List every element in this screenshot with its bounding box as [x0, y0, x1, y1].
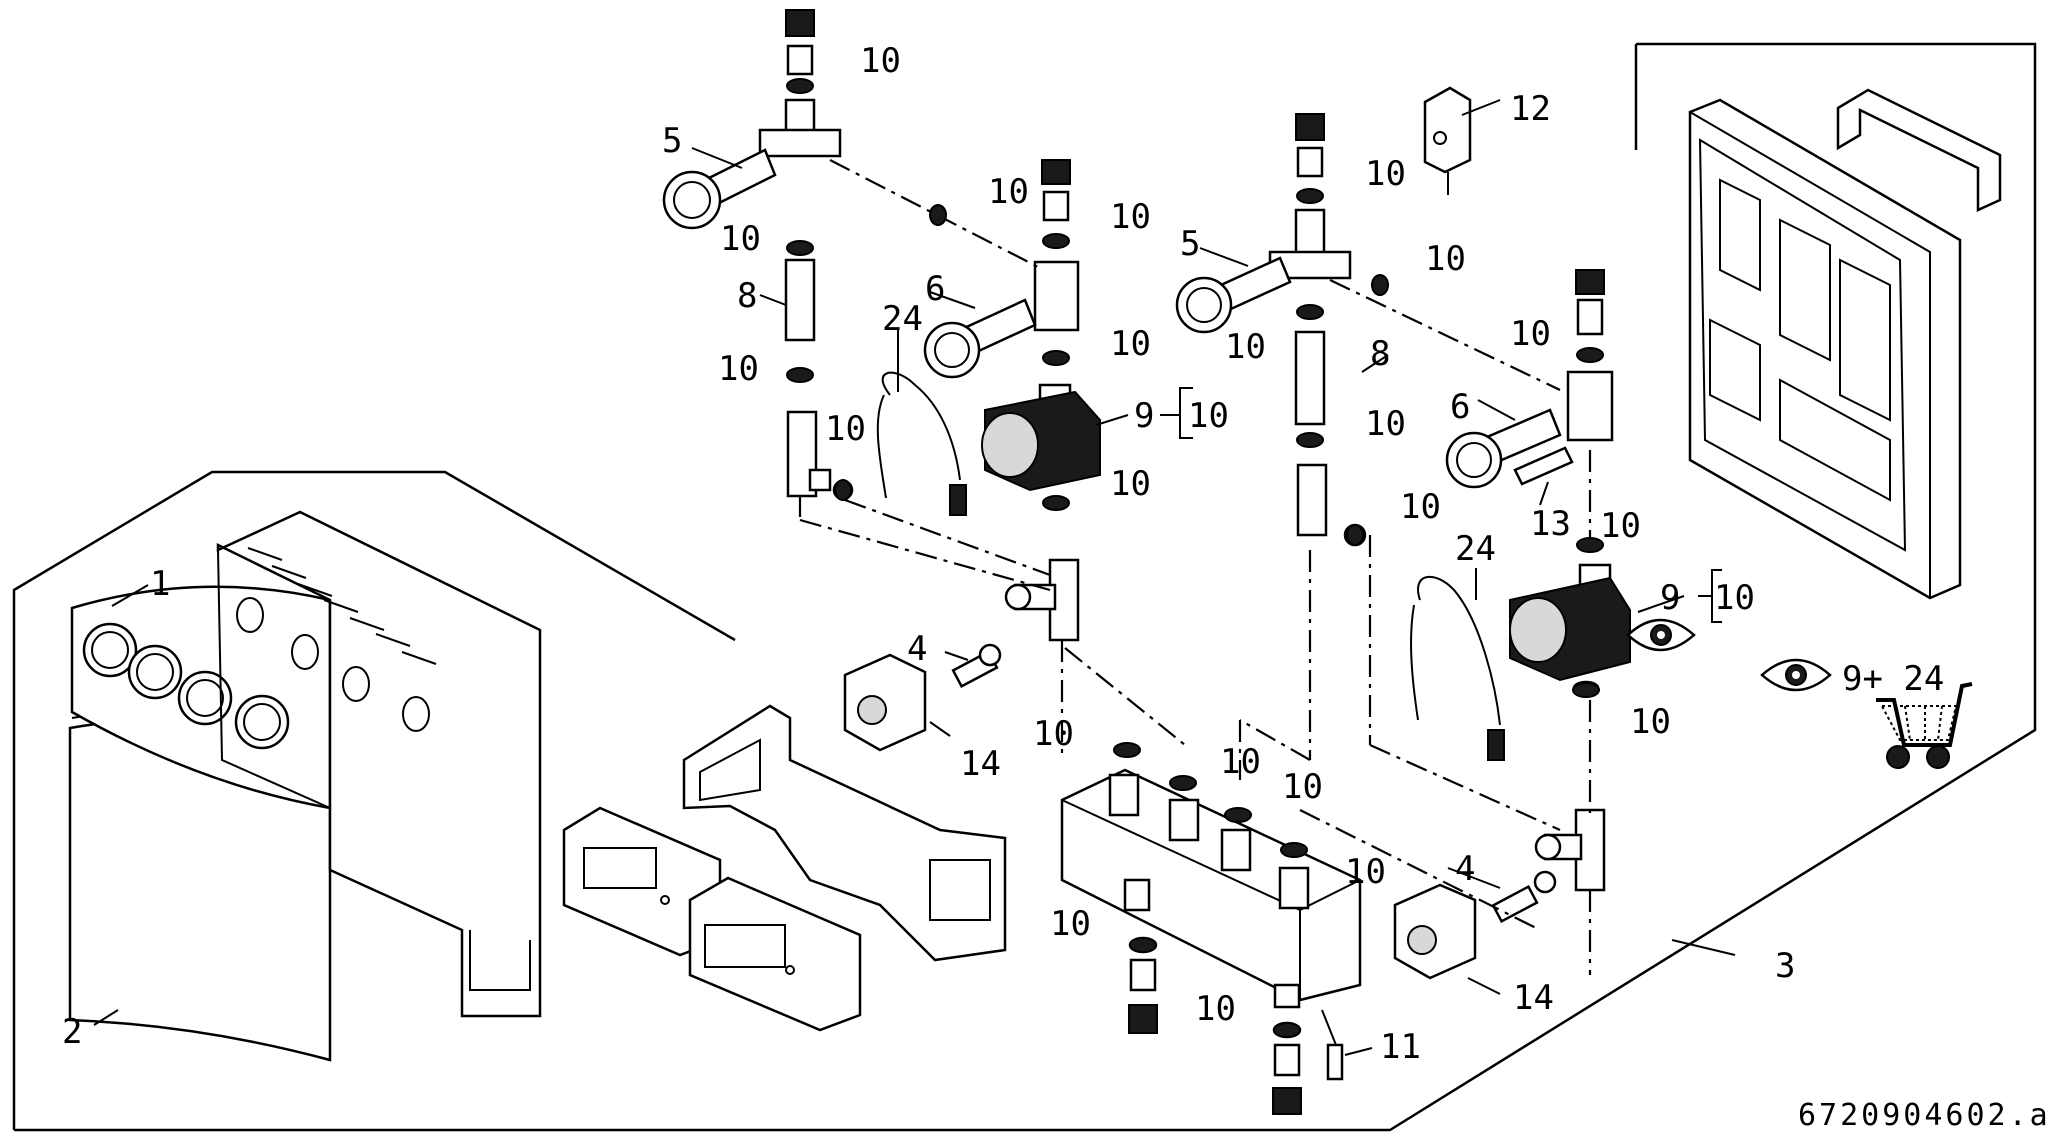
lower-tee-right [1534, 808, 1606, 892]
callout-10: 10 [1365, 404, 1406, 444]
sensor-13 [1513, 446, 1574, 486]
left-frame [12, 470, 736, 1130]
distribution-manifold [1060, 768, 1362, 1009]
callout-24-right: 24 [1455, 529, 1496, 569]
wall-bracket [1836, 88, 2002, 212]
callout-2: 2 [62, 1012, 82, 1052]
callout-10: 10 [1714, 578, 1755, 618]
callout-10: 10 [1220, 742, 1261, 782]
callout-10: 10 [825, 409, 866, 449]
leader-lines [93, 99, 1736, 1056]
seal-rings [786, 78, 1604, 1038]
shopping-cart-icon [1876, 682, 1973, 769]
callout-10: 10 [1600, 506, 1641, 546]
callout-labels: 1 2 3 4 4 5 5 6 6 8 8 9 9 11 12 13 14 14… [62, 41, 2048, 1133]
callout-10: 10 [1110, 324, 1151, 364]
callout-10: 10 [1345, 852, 1386, 892]
callout-10: 10 [860, 41, 901, 81]
connection-lines [798, 159, 1592, 975]
callout-10: 10 [988, 172, 1029, 212]
thermometer-ball-valve-5-right [1175, 256, 1292, 334]
callout-10: 10 [1188, 396, 1229, 436]
callout-6-left: 6 [925, 269, 945, 309]
callout-5-left: 5 [662, 121, 682, 161]
callout-9-left: 9 [1134, 396, 1154, 436]
callout-10: 10 [1050, 904, 1091, 944]
thermometer-6-right [1445, 408, 1562, 489]
callout-10: 10 [1510, 314, 1551, 354]
right-frame [14, 42, 2037, 1132]
callout-10: 10 [1282, 767, 1323, 807]
callout-10: 10 [1425, 239, 1466, 279]
upper-right-fitting-left [1033, 159, 1080, 366]
lower-tee-left [1004, 558, 1080, 642]
thermometer-ball-valve-5-left [662, 148, 777, 230]
callout-9-plus-24: 9+ 24 [1842, 659, 1944, 699]
callout-10: 10 [1195, 989, 1236, 1029]
temperature-sensor-11 [1321, 1009, 1344, 1081]
mixer-spindle-4-left [951, 643, 1002, 689]
front-panel-upper [70, 585, 332, 810]
callout-10: 10 [1110, 464, 1151, 504]
callout-3: 3 [1775, 946, 1795, 986]
thermometer-6-left [923, 298, 1037, 379]
callout-14-left: 14 [960, 744, 1001, 784]
callout-14-right: 14 [1513, 978, 1554, 1018]
wall-mounting-insulation [1688, 98, 1962, 600]
mixing-valve-actuator-14-right [1393, 883, 1477, 980]
right-pump-group [1268, 113, 1367, 547]
callout-9-right: 9 [1660, 578, 1680, 618]
mixer-spindle-4-right [1491, 870, 1557, 924]
callout-10: 10 [1630, 702, 1671, 742]
callout-24-left: 24 [882, 299, 923, 339]
callout-1: 1 [150, 564, 170, 604]
callout-10: 10 [1225, 327, 1266, 367]
callout-10: 10 [1400, 487, 1441, 527]
mixing-valve-actuator-14-left [843, 653, 927, 752]
callout-6-right: 6 [1450, 387, 1470, 427]
callout-8-right: 8 [1370, 334, 1390, 374]
callout-12: 12 [1510, 89, 1551, 129]
callout-11: 11 [1380, 1027, 1421, 1067]
callout-10: 10 [1033, 714, 1074, 754]
callout-10: 10 [1110, 197, 1151, 237]
connector-12 [1423, 86, 1472, 195]
callout-4-left: 4 [907, 629, 927, 669]
mounting-bracket [682, 704, 1007, 962]
callout-10: 10 [1365, 154, 1406, 194]
sensor-cable-24-right [1410, 575, 1505, 761]
callout-5-right: 5 [1180, 224, 1200, 264]
control-module-right [688, 876, 862, 1032]
insulation-housing [216, 510, 542, 1018]
sensor-cable-24-left [876, 371, 967, 516]
callout-13: 13 [1530, 504, 1571, 544]
callout-10: 10 [720, 219, 761, 259]
eye-icon [1760, 658, 1832, 692]
callout-8-left: 8 [737, 276, 757, 316]
circulation-pump-9-right [1509, 563, 1631, 696]
eye-icon [1626, 618, 1696, 652]
callout-4-right: 4 [1455, 849, 1475, 889]
figure-id: 6720904602.a [1798, 1098, 2048, 1133]
callout-10: 10 [718, 349, 759, 389]
circulation-pump-9-left [981, 383, 1101, 511]
